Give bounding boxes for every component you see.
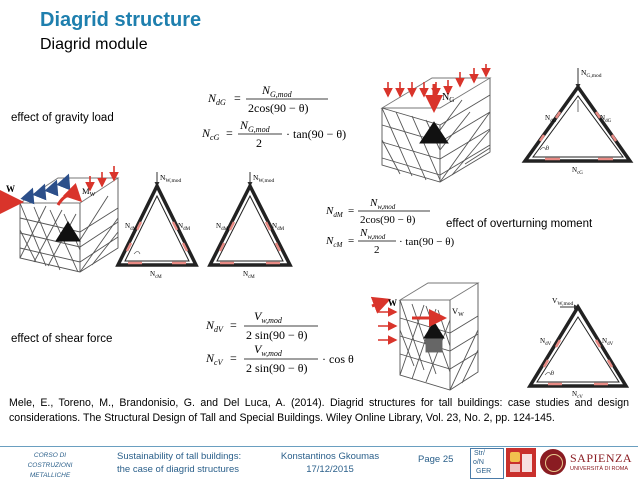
figure-canvas: NdG = NG,mod 2cos(90 − θ) NcG = NG,mod 2…: [0, 64, 634, 400]
footer-rule: [0, 446, 638, 447]
eq-gravity-n1-num: NG,mod: [261, 83, 293, 99]
shear-force-label: VW: [452, 306, 464, 318]
svg-text:Vw,mod: Vw,mod: [254, 342, 283, 358]
label-gravity: effect of gravity load: [11, 112, 114, 124]
sapienza-seal: [540, 449, 566, 475]
presentation-date: 17/12/2015: [306, 464, 354, 475]
overturn-diag-label-2a: NdM: [216, 222, 229, 232]
svg-text:=: =: [230, 351, 237, 365]
shear-diag-label-right: NdV: [602, 337, 614, 347]
eq-gravity-n2-tail: · tan(90 − θ): [286, 127, 346, 141]
equation-gravity: NdG = NG,mod 2cos(90 − θ) NcG = NG,mod 2…: [201, 83, 346, 150]
eq-gravity-n2-num: NG,mod: [239, 118, 271, 134]
svg-text:NcM: NcM: [325, 235, 343, 249]
reference-citation: Mele, E., Toreno, M., Brandonisio, G. an…: [9, 397, 629, 424]
page-number: Page 25: [418, 454, 454, 465]
shear-diag-label-left: NdV: [540, 337, 552, 347]
overturn-chord-label-2: NcM: [243, 270, 255, 280]
svg-text:=: =: [348, 205, 354, 217]
overturn-diag-label-2b: NdM: [272, 222, 285, 232]
svg-text:NdV: NdV: [205, 318, 224, 334]
equation-overturning: NdM = Nw,mod 2cos(90 − θ) NcM = Nw,mod 2…: [325, 197, 454, 256]
lab-logo: [506, 448, 536, 477]
shear-chord-label: NcV: [572, 390, 583, 400]
svg-text:=: =: [348, 235, 354, 247]
svg-text:2cos(90 − θ): 2cos(90 − θ): [360, 214, 416, 226]
gravity-module-diagram: [521, 68, 634, 163]
gravity-module-top-label: NG,mod: [581, 68, 602, 79]
wind-label: W: [6, 184, 15, 194]
svg-text:· cos θ: · cos θ: [322, 352, 354, 366]
course-line2: COSTRUZIONI METALLICHE: [27, 462, 73, 479]
equation-shear: NdV = Vw,mod 2 sin(90 − θ) NcV = Vw,mod …: [205, 309, 354, 375]
shear-module-diagram: [526, 303, 630, 388]
svg-text:Nw,mod: Nw,mod: [369, 197, 396, 211]
svg-text:2 sin(90 − θ): 2 sin(90 − θ): [246, 328, 308, 342]
svg-text:· tan(90 − θ): · tan(90 − θ): [399, 236, 454, 248]
author-name: Konstantinos Gkoumas: [280, 451, 380, 462]
gravity-building-diagram: [380, 64, 492, 183]
gravity-diag-label-right: NdG: [600, 114, 612, 124]
slide-subtitle: Diagrid module: [40, 36, 148, 53]
svg-text:NcV: NcV: [205, 351, 224, 367]
label-overturning: effect of overturning moment: [446, 218, 593, 230]
overturn-chord-label-1: NcM: [150, 270, 162, 280]
wind-module2-top-label: NW,mod: [253, 173, 275, 184]
footer: CORSO DI COSTRUZIONI METALLICHE Sustaina…: [0, 446, 638, 479]
shear-building-diagram: [370, 282, 480, 391]
shear-wind-label: W: [388, 298, 397, 308]
shear-module-top-label: VW,mod: [552, 296, 574, 307]
gravity-angle-label: θ: [546, 146, 549, 152]
svg-text:=: =: [234, 91, 241, 105]
gravity-load-label: NG: [442, 92, 454, 104]
overturn-diag-label-1a: NdM: [125, 222, 138, 232]
svg-text:2: 2: [374, 244, 380, 256]
eq-gravity-n1-lhs: NdG: [207, 91, 226, 107]
course-title: Sustainability of tall buildings: the ca…: [117, 451, 242, 475]
svg-text:NdM: NdM: [325, 205, 344, 219]
moment-label: MW: [82, 186, 96, 198]
eq-gravity-n1-den: 2cos(90 − θ): [248, 101, 309, 115]
eq-gravity-n2-den: 2: [256, 136, 262, 150]
wind-module1-top-label: NW,mod: [160, 173, 182, 184]
gravity-chord-label: NcG: [572, 166, 583, 176]
svg-text:=: =: [226, 126, 233, 140]
overturning-building-diagram: [0, 166, 120, 273]
label-shear: effect of shear force: [11, 333, 113, 345]
course-line1: CORSO DI: [33, 452, 67, 459]
slide-title: Diagrid structure: [40, 9, 202, 31]
author-block: Konstantinos Gkoumas 17/12/2015: [270, 450, 390, 476]
overturning-module-diagram-1: [115, 172, 199, 267]
svg-text:2 sin(90 − θ): 2 sin(90 − θ): [246, 361, 308, 375]
university-subtitle: UNIVERSITÀ DI ROMA: [570, 466, 629, 472]
university-name: SAPIENZA: [570, 451, 633, 465]
svg-text:Nw,mod: Nw,mod: [359, 227, 386, 241]
gravity-diag-label-left: NdG: [545, 114, 557, 124]
overturning-module-diagram-2: [207, 172, 293, 267]
stronger-logo: Str/ o/N GER: [470, 448, 504, 479]
overturn-diag-label-1b: NdM: [178, 222, 191, 232]
svg-text:Vw,mod: Vw,mod: [254, 309, 283, 325]
svg-text:=: =: [230, 318, 237, 332]
eq-gravity-n2-lhs: NcG: [201, 126, 220, 142]
shear-angle-label: θ: [551, 371, 554, 377]
course-label: CORSO DI COSTRUZIONI METALLICHE: [8, 451, 92, 481]
